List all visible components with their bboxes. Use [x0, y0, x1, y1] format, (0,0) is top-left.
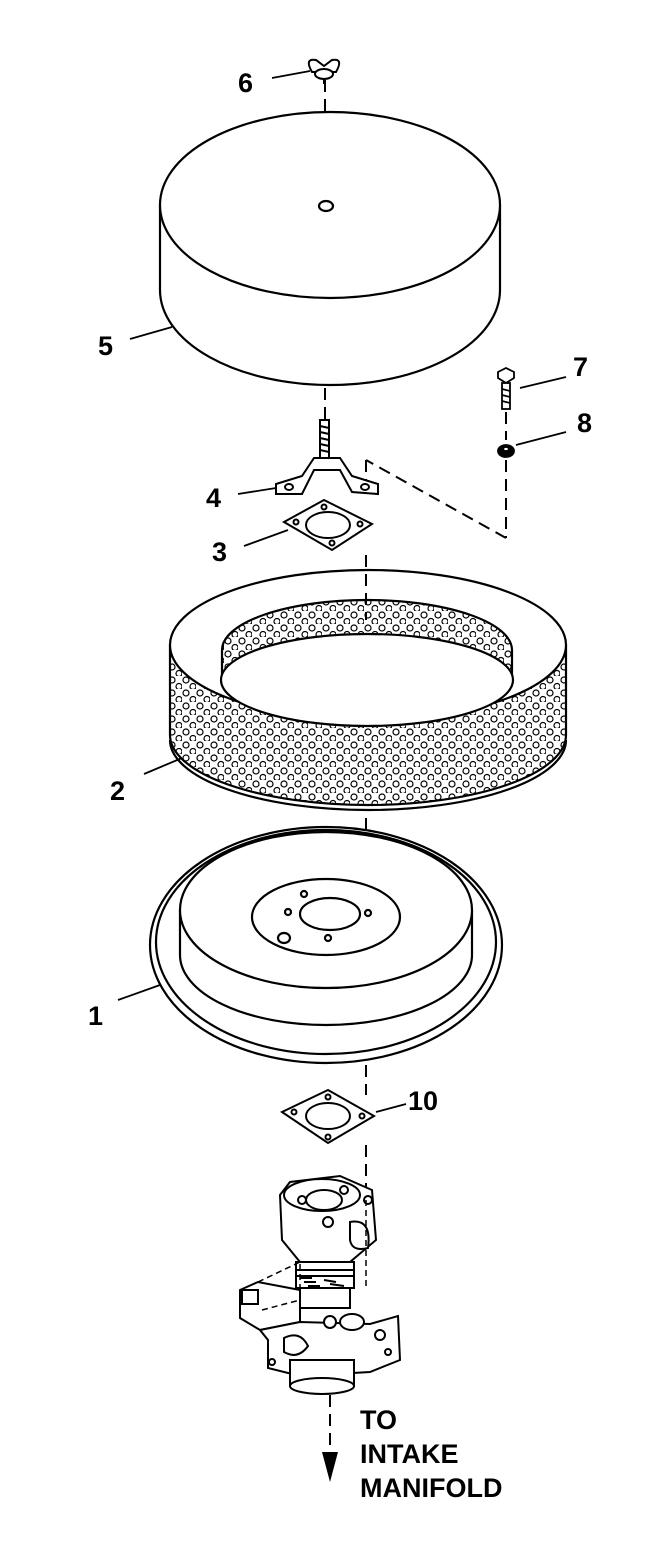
lower-gasket: [279, 1088, 377, 1145]
leader-10: [375, 1103, 407, 1113]
air-cleaner-base: [148, 825, 504, 1065]
callout-2: 2: [110, 776, 126, 806]
bolt-dashed-path: [365, 412, 507, 539]
callout-8: 8: [577, 408, 593, 438]
leader-8: [515, 431, 567, 446]
callout-7: 7: [573, 352, 589, 382]
leader-7: [519, 376, 567, 389]
callout-5: 5: [98, 331, 114, 361]
callout-1: 1: [88, 1001, 104, 1031]
nut: [497, 444, 515, 458]
callout-3: 3: [212, 537, 228, 567]
callout-6: 6: [238, 68, 254, 98]
filter-element: [168, 568, 568, 812]
bracket-stud: [275, 419, 379, 496]
bolt: [497, 366, 515, 410]
flow-note: TO INTAKE MANIFOLD: [360, 1403, 502, 1505]
air-cleaner-cover: [158, 110, 502, 387]
flow-note-line-1: TO: [360, 1405, 398, 1435]
leader-3: [243, 529, 289, 547]
throttle-body-hidden-lines: [257, 1200, 367, 1311]
flow-note-line-2: INTAKE: [360, 1439, 459, 1469]
throttle-body: [239, 1174, 402, 1395]
leader-5: [129, 326, 173, 340]
callout-4: 4: [206, 483, 222, 513]
leader-6: [271, 70, 311, 79]
leader-2: [143, 757, 183, 775]
flow-note-line-3: MANIFOLD: [360, 1473, 503, 1503]
upper-gasket: [281, 498, 375, 552]
leader-4: [237, 487, 277, 495]
callout-10: 10: [408, 1086, 439, 1116]
airflow-arrow: [322, 1395, 338, 1482]
wing-nut: [307, 58, 341, 84]
leader-1: [117, 984, 161, 1001]
